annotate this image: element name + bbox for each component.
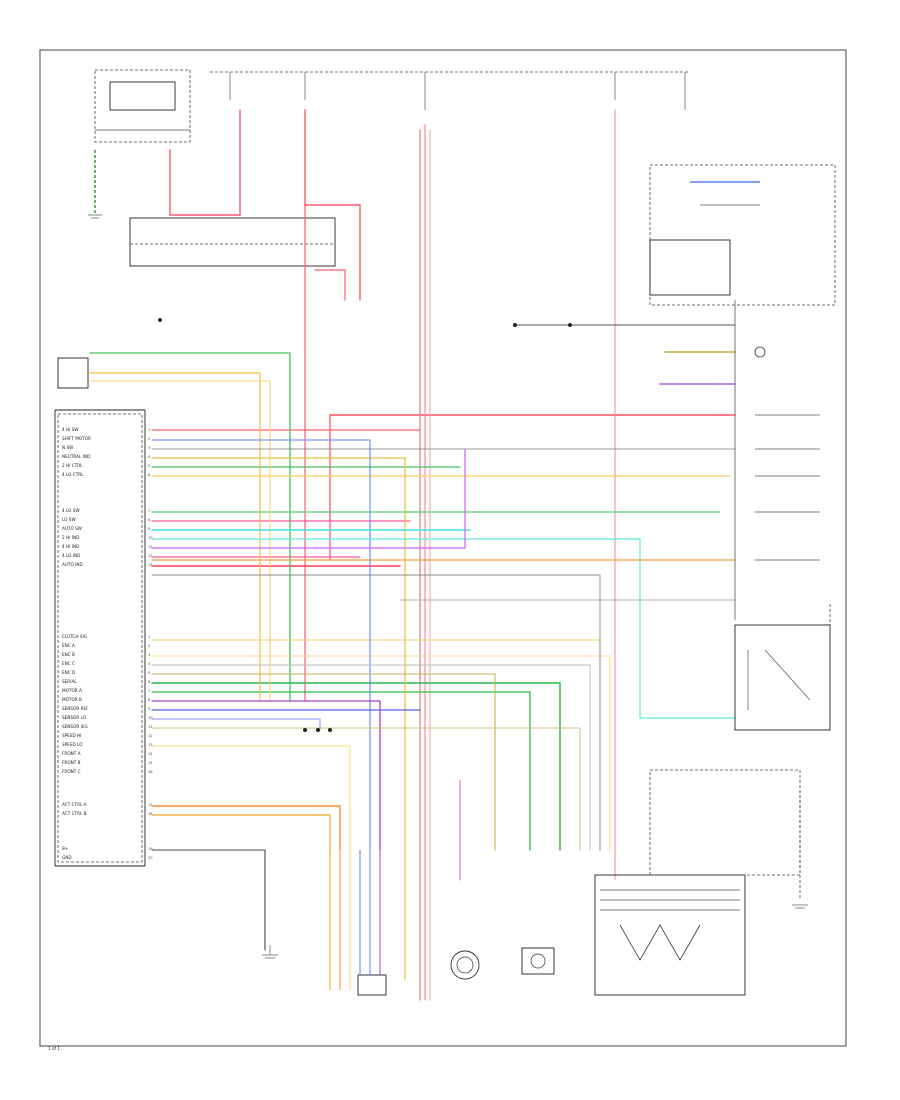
svg-text:6: 6 xyxy=(148,473,151,477)
wire-group-grey-black xyxy=(151,324,736,951)
svg-text:ACT CTRL A: ACT CTRL A xyxy=(62,802,87,807)
wire-group-yellow-orange xyxy=(89,372,736,981)
svg-text:5: 5 xyxy=(148,464,150,468)
svg-text:16: 16 xyxy=(148,770,153,774)
wire-group-blue-cyan xyxy=(151,439,736,851)
wire-group-green xyxy=(89,352,721,851)
svg-text:ENC D: ENC D xyxy=(62,670,75,675)
svg-text:ACT CTRL B: ACT CTRL B xyxy=(62,811,87,816)
top-power-bus xyxy=(210,71,690,110)
svg-text:NEUTRAL IND: NEUTRAL IND xyxy=(62,454,90,459)
svg-text:SPEED HI: SPEED HI xyxy=(62,733,81,738)
speed-sensor-left xyxy=(450,950,480,980)
svg-text:2 HI IND: 2 HI IND xyxy=(62,535,79,540)
svg-text:1: 1 xyxy=(148,428,150,432)
ground-left-top xyxy=(88,150,102,219)
svg-text:AUTO SW: AUTO SW xyxy=(62,526,82,531)
svg-text:6: 6 xyxy=(148,680,151,684)
svg-text:2: 2 xyxy=(148,437,150,441)
svg-text:2 HI CTRL: 2 HI CTRL xyxy=(62,463,83,468)
svg-text:7: 7 xyxy=(148,509,150,513)
splice-points xyxy=(158,318,572,732)
svg-text:4 LO CTRL: 4 LO CTRL xyxy=(62,472,84,477)
svg-text:FRONT A: FRONT A xyxy=(62,751,81,756)
svg-text:SHIFT MOTOR: SHIFT MOTOR xyxy=(62,436,91,441)
svg-text:17: 17 xyxy=(148,803,153,807)
svg-text:15: 15 xyxy=(148,761,153,765)
svg-text:20: 20 xyxy=(148,856,153,860)
svg-text:SERIAL: SERIAL xyxy=(62,679,77,684)
svg-text:5: 5 xyxy=(148,671,150,675)
transfer-case-control-module xyxy=(54,409,146,867)
wire-group-olive-brown xyxy=(151,351,736,851)
svg-text:AUTO IND: AUTO IND xyxy=(62,562,83,567)
svg-text:FRONT B: FRONT B xyxy=(62,760,81,765)
svg-text:12: 12 xyxy=(148,554,153,558)
svg-text:FRONT C: FRONT C xyxy=(62,769,81,774)
svg-text:4 LO SW: 4 LO SW xyxy=(62,508,80,513)
svg-text:7: 7 xyxy=(148,689,150,693)
svg-text:SENSOR REF: SENSOR REF xyxy=(62,706,89,711)
svg-text:3: 3 xyxy=(148,446,150,450)
svg-text:11: 11 xyxy=(148,545,153,549)
svg-text:SENSOR LO: SENSOR LO xyxy=(62,715,87,720)
svg-text:8: 8 xyxy=(148,518,151,522)
svg-text:ENC B: ENC B xyxy=(62,652,75,657)
svg-text:ENC A: ENC A xyxy=(62,643,75,648)
svg-text:4 HI SW: 4 HI SW xyxy=(62,427,79,432)
svg-text:13: 13 xyxy=(148,563,153,567)
switch-block-right xyxy=(649,164,836,306)
svg-text:18: 18 xyxy=(148,812,153,816)
svg-text:3: 3 xyxy=(148,653,150,657)
svg-text:LO SW: LO SW xyxy=(62,517,76,522)
svg-text:8: 8 xyxy=(148,698,151,702)
svg-text:4: 4 xyxy=(148,662,151,666)
wire-group-red xyxy=(151,109,736,1001)
svg-text:9: 9 xyxy=(148,707,151,711)
mode-switch-box xyxy=(734,604,831,731)
speed-sensor-right xyxy=(521,947,555,975)
svg-text:13: 13 xyxy=(148,743,153,747)
svg-text:9: 9 xyxy=(148,527,151,531)
svg-text:2: 2 xyxy=(148,644,150,648)
svg-text:19: 19 xyxy=(148,847,153,851)
svg-text:4 HI IND: 4 HI IND xyxy=(62,544,79,549)
ground-bottom-left xyxy=(262,945,278,959)
svg-text:14: 14 xyxy=(148,752,153,756)
svg-text:SENSOR SIG: SENSOR SIG xyxy=(62,724,88,729)
svg-text:N SW: N SW xyxy=(62,445,73,450)
sensor-box-left xyxy=(57,357,89,389)
svg-text:MOTOR B: MOTOR B xyxy=(62,697,82,702)
page-number: 1 of 1 xyxy=(48,1046,60,1051)
splice-block xyxy=(129,217,336,267)
svg-text:11: 11 xyxy=(148,725,153,729)
module-pin-labels: 4 HI SW SHIFT MOTOR N SW NEUTRAL IND 2 H… xyxy=(62,427,91,860)
svg-text:MOTOR A: MOTOR A xyxy=(62,688,82,693)
front-axle-actuator xyxy=(594,769,801,996)
svg-text:4 LO IND: 4 LO IND xyxy=(62,553,80,558)
right-switch-contacts xyxy=(754,346,820,561)
svg-text:B+: B+ xyxy=(62,846,69,851)
svg-text:ENC C: ENC C xyxy=(62,661,75,666)
svg-text:10: 10 xyxy=(148,716,153,720)
svg-text:12: 12 xyxy=(148,734,153,738)
ground-bottom-right xyxy=(792,790,808,909)
encoder-motor-connector xyxy=(329,850,387,996)
svg-text:GND: GND xyxy=(62,855,72,860)
svg-text:SPEED LO: SPEED LO xyxy=(62,742,83,747)
svg-text:CLUTCH SIG: CLUTCH SIG xyxy=(62,634,87,639)
diagram-border xyxy=(39,49,847,1047)
svg-text:4: 4 xyxy=(148,455,151,459)
fuse-block-top-left xyxy=(94,69,191,143)
svg-text:1: 1 xyxy=(148,635,150,639)
svg-text:10: 10 xyxy=(148,536,153,540)
wire-group-purple-magenta xyxy=(151,383,736,881)
